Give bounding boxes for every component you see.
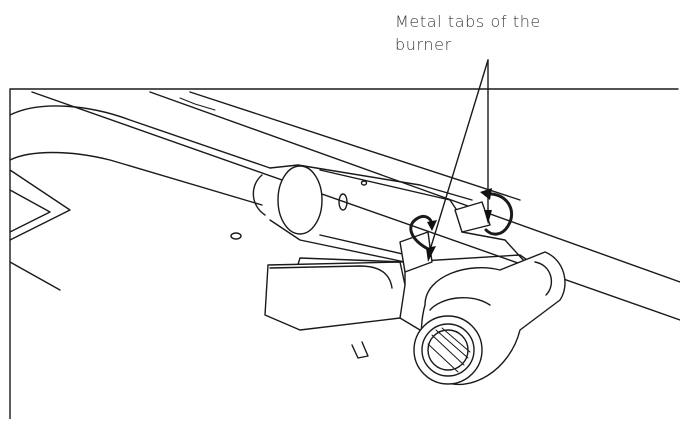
metal-tabs bbox=[399, 201, 526, 273]
upper-rail bbox=[31, 91, 680, 321]
threaded-inlet bbox=[351, 251, 566, 385]
rotation-arrows bbox=[409, 188, 514, 252]
lower-frame bbox=[9, 169, 71, 291]
callout-line-1: Metal tabs of the bbox=[395, 12, 541, 31]
mounting-plate bbox=[264, 254, 531, 337]
tabs-callout-label: Metal tabs of the burner bbox=[395, 10, 635, 56]
callout-line-2: burner bbox=[395, 35, 452, 54]
frame-border bbox=[9, 88, 679, 420]
callout-leaders bbox=[426, 59, 492, 262]
burner-tube bbox=[9, 105, 473, 263]
